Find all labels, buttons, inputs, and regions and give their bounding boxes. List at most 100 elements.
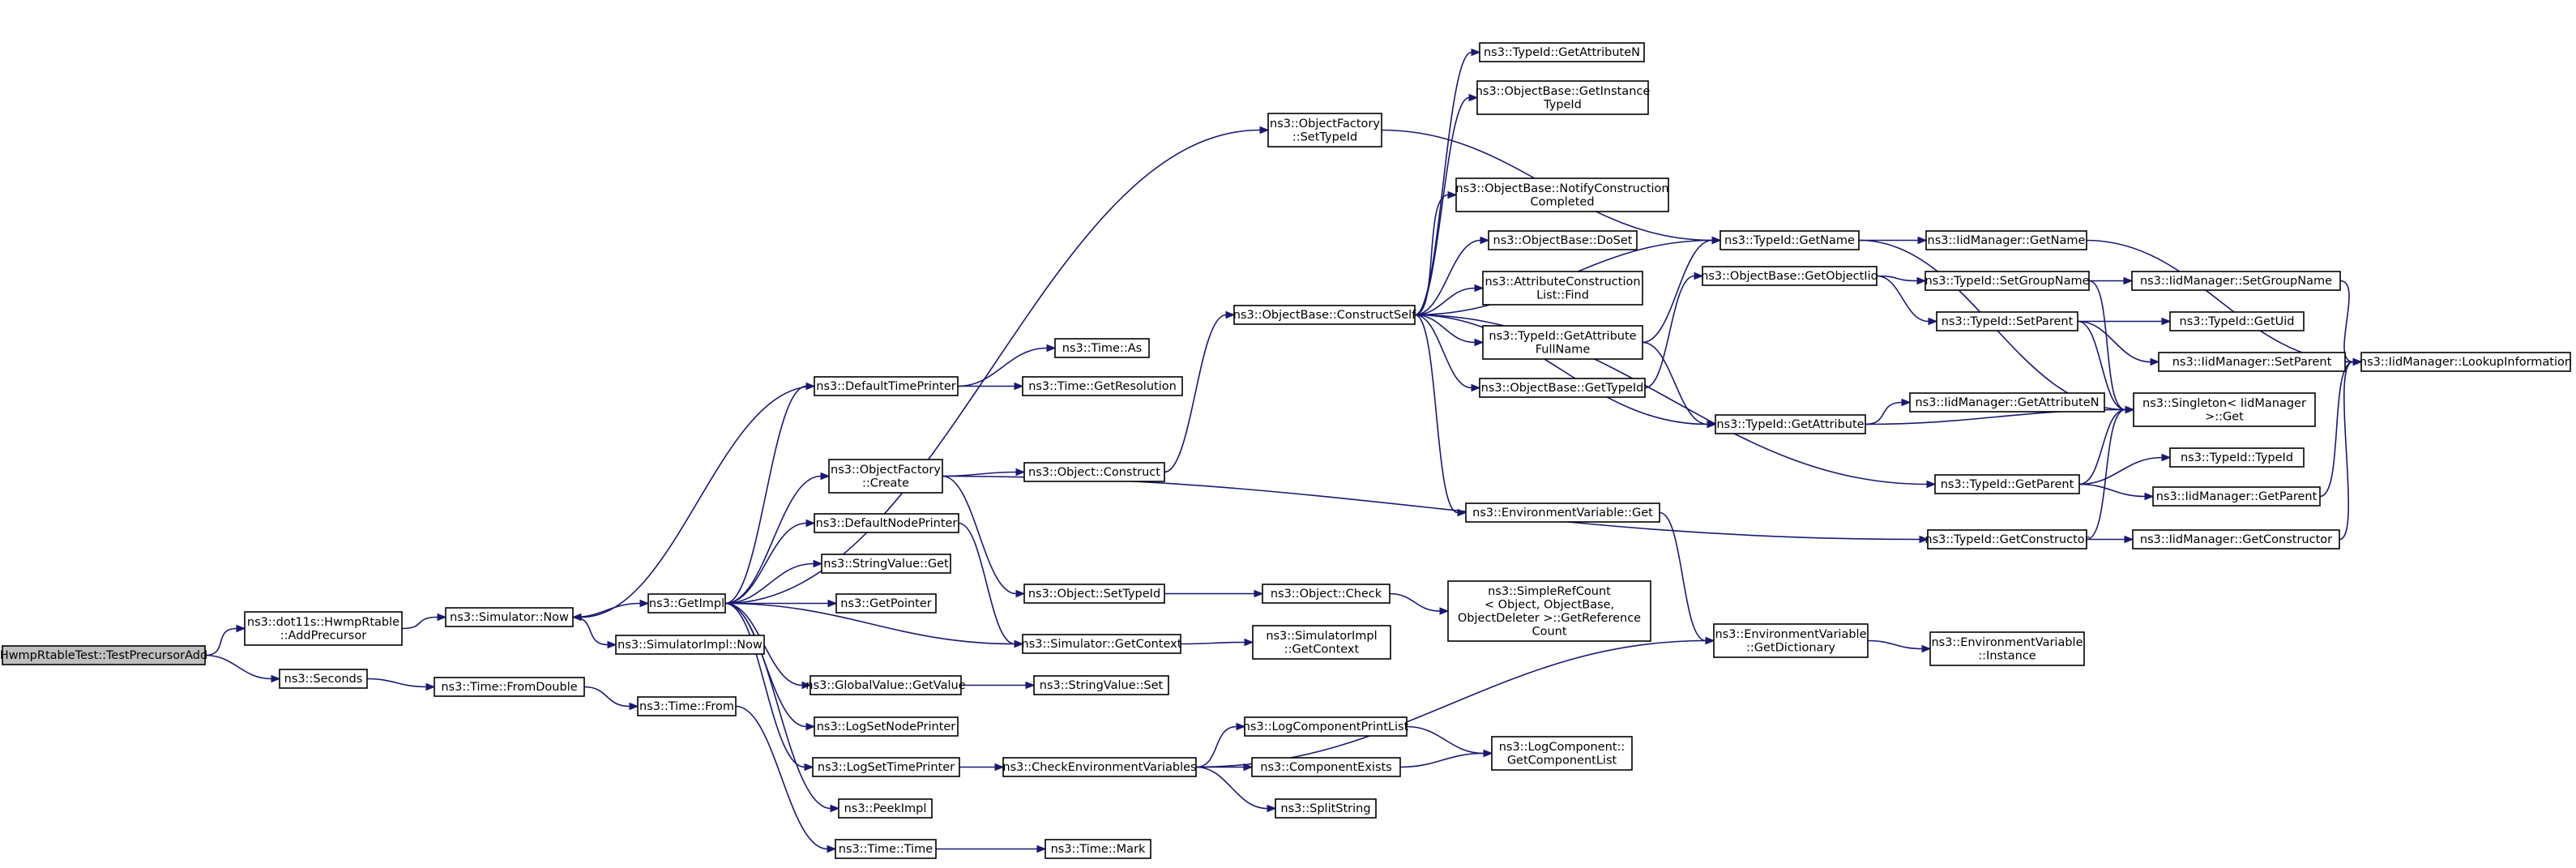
node-envinstance[interactable]: ns3::EnvironmentVariable::Instance bbox=[1929, 631, 2085, 666]
node-box-obgettypeid[interactable] bbox=[1479, 378, 1646, 398]
node-box-checkenv[interactable] bbox=[1002, 757, 1197, 777]
node-box-getpointer[interactable] bbox=[835, 593, 937, 614]
node-peekimpl[interactable]: ns3::PeekImpl bbox=[838, 798, 933, 819]
node-box-logsetnode[interactable] bbox=[814, 716, 959, 737]
node-logcompprintlist[interactable]: ns3::LogComponentPrintList bbox=[1243, 716, 1409, 737]
node-simgetcontext[interactable]: ns3::Simulator::GetContext bbox=[1022, 634, 1182, 654]
node-box-obgetobjtid[interactable] bbox=[1702, 266, 1878, 286]
node-box-envvarget[interactable] bbox=[1465, 502, 1660, 523]
node-root[interactable]: HwmpRtableTest::TestPrecursorAdd bbox=[0, 645, 207, 665]
node-splitstring[interactable]: ns3::SplitString bbox=[1275, 798, 1377, 819]
node-box-strvalset[interactable] bbox=[1033, 675, 1169, 695]
node-tidgetctor[interactable]: ns3::TypeId::GetConstructor bbox=[1925, 529, 2090, 549]
node-box-timefrom[interactable] bbox=[637, 696, 737, 716]
node-tidgetuid[interactable]: ns3::TypeId::GetUid bbox=[2169, 311, 2305, 331]
node-compexists[interactable]: ns3::ComponentExists bbox=[1251, 757, 1401, 777]
node-timemark[interactable]: ns3::Time::Mark bbox=[1044, 839, 1151, 859]
node-box-obnotify[interactable] bbox=[1455, 177, 1669, 212]
node-box-defnodeprinter[interactable] bbox=[814, 513, 959, 533]
node-tidgetattrn[interactable]: ns3::TypeId::GetAttributeN bbox=[1479, 42, 1645, 62]
node-box-peekimpl[interactable] bbox=[838, 798, 933, 819]
node-box-simimplgetctx[interactable] bbox=[1252, 625, 1391, 660]
node-logsettime[interactable]: ns3::LogSetTimePrinter bbox=[812, 757, 960, 777]
node-box-seconds[interactable] bbox=[279, 669, 368, 689]
node-iidgetname[interactable]: ns3::IidManager::GetName bbox=[1925, 230, 2087, 250]
node-objfactsettypeid[interactable]: ns3::ObjectFactory::SetTypeId bbox=[1267, 113, 1382, 148]
node-box-tidgetctor[interactable] bbox=[1927, 529, 2087, 549]
node-box-simimplnow[interactable] bbox=[615, 635, 765, 655]
node-box-addprecursor[interactable] bbox=[244, 611, 403, 646]
node-box-envgetdict[interactable] bbox=[1713, 623, 1869, 658]
node-timefrom[interactable]: ns3::Time::From bbox=[637, 696, 737, 716]
node-iidgetparent[interactable]: ns3::IidManager::GetParent bbox=[2152, 486, 2321, 507]
node-box-objfactcreate[interactable] bbox=[828, 459, 943, 494]
node-logsetnode[interactable]: ns3::LogSetNodePrinter bbox=[814, 716, 959, 737]
node-obnotify[interactable]: ns3::ObjectBase::NotifyConstructionCompl… bbox=[1455, 177, 1669, 212]
node-box-tidgetattrfull[interactable] bbox=[1482, 325, 1643, 360]
node-timetime[interactable]: ns3::Time::Time bbox=[835, 839, 937, 859]
node-box-tidgetuid[interactable] bbox=[2169, 311, 2305, 331]
node-timegetres[interactable]: ns3::Time::GetResolution bbox=[1022, 376, 1183, 396]
node-iidlookup[interactable]: ns3::IidManager::LookupInformation bbox=[2360, 352, 2572, 372]
node-objsettypeid[interactable]: ns3::Object::SetTypeId bbox=[1023, 584, 1165, 604]
node-box-objfactsettypeid[interactable] bbox=[1267, 113, 1382, 148]
node-iidgetctor[interactable]: ns3::IidManager::GetConstructor bbox=[2132, 529, 2340, 549]
node-box-root[interactable] bbox=[2, 645, 206, 665]
node-tidgetname[interactable]: ns3::TypeId::GetName bbox=[1719, 230, 1860, 250]
node-singletonget[interactable]: ns3::Singleton< IidManager>::Get bbox=[2133, 392, 2316, 427]
node-timeas[interactable]: ns3::Time::As bbox=[1054, 338, 1150, 358]
node-fromdouble[interactable]: ns3::Time::FromDouble bbox=[434, 677, 585, 697]
node-objcheck[interactable]: ns3::Object::Check bbox=[1262, 584, 1391, 604]
node-box-simnow[interactable] bbox=[445, 607, 574, 627]
node-obdoset[interactable]: ns3::ObjectBase::DoSet bbox=[1488, 230, 1638, 250]
node-objfactcreate[interactable]: ns3::ObjectFactory::Create bbox=[828, 459, 943, 494]
node-iidsetparent[interactable]: ns3::IidManager::SetParent bbox=[2158, 352, 2346, 372]
node-box-iidgetctor[interactable] bbox=[2132, 529, 2340, 549]
node-obgetobjtid[interactable]: ns3::ObjectBase::GetObjectIid bbox=[1701, 266, 1878, 286]
node-box-globalvalget[interactable] bbox=[810, 675, 962, 695]
node-tidgetparent[interactable]: ns3::TypeId::GetParent bbox=[1934, 474, 2080, 494]
node-iidgetattrn[interactable]: ns3::IidManager::GetAttributeN bbox=[1909, 392, 2105, 413]
node-box-tidsetparent[interactable] bbox=[1936, 311, 2078, 331]
node-envgetdict[interactable]: ns3::EnvironmentVariable::GetDictionary bbox=[1713, 623, 1869, 658]
node-box-constructself[interactable] bbox=[1233, 305, 1416, 325]
node-box-tidgetattrn[interactable] bbox=[1479, 42, 1645, 62]
node-getpointer[interactable]: ns3::GetPointer bbox=[835, 593, 937, 614]
node-box-timegetres[interactable] bbox=[1022, 376, 1183, 396]
node-box-strvalget[interactable] bbox=[821, 554, 951, 574]
node-box-logcompprintlist[interactable] bbox=[1244, 716, 1408, 737]
node-checkenv[interactable]: ns3::CheckEnvironmentVariables bbox=[1002, 757, 1197, 777]
node-box-tidgetparent[interactable] bbox=[1934, 474, 2080, 494]
node-box-tidsetgroup[interactable] bbox=[1925, 271, 2090, 291]
node-getimpl[interactable]: ns3::GetImpl bbox=[647, 593, 726, 614]
node-defnodeprinter[interactable]: ns3::DefaultNodePrinter bbox=[814, 513, 959, 533]
node-globalvalget[interactable]: ns3::GlobalValue::GetValue bbox=[805, 675, 966, 695]
node-tidtypeid[interactable]: ns3::TypeId::TypeId bbox=[2169, 447, 2305, 468]
node-box-splitstring[interactable] bbox=[1275, 798, 1377, 819]
node-box-timemark[interactable] bbox=[1044, 839, 1151, 859]
node-box-timetime[interactable] bbox=[835, 839, 937, 859]
node-box-timeas[interactable] bbox=[1054, 338, 1150, 358]
node-box-tidtypeid[interactable] bbox=[2169, 447, 2305, 468]
node-box-iidgetattrn[interactable] bbox=[1909, 392, 2105, 413]
node-tidsetparent[interactable]: ns3::TypeId::SetParent bbox=[1936, 311, 2078, 331]
node-box-simplerefcount[interactable] bbox=[1447, 580, 1651, 642]
node-box-simgetcontext[interactable] bbox=[1022, 634, 1181, 654]
node-box-fromdouble[interactable] bbox=[434, 677, 585, 697]
node-seconds[interactable]: ns3::Seconds bbox=[279, 669, 368, 689]
node-box-iidsetgroup[interactable] bbox=[2131, 271, 2341, 291]
node-box-logsettime[interactable] bbox=[812, 757, 960, 777]
node-box-getimpl[interactable] bbox=[647, 593, 726, 614]
node-obgettypeid[interactable]: ns3::ObjectBase::GetTypeId bbox=[1479, 378, 1646, 398]
node-box-attrconstfind[interactable] bbox=[1482, 271, 1643, 306]
node-box-iidlookup[interactable] bbox=[2360, 352, 2571, 372]
node-simimplgetctx[interactable]: ns3::SimulatorImpl::GetContext bbox=[1252, 625, 1391, 660]
node-box-singletonget[interactable] bbox=[2133, 392, 2316, 427]
node-addprecursor[interactable]: ns3::dot11s::HwmpRtable::AddPrecursor bbox=[244, 611, 403, 646]
node-box-logcompgetlist[interactable] bbox=[1491, 736, 1633, 771]
node-box-iidsetparent[interactable] bbox=[2158, 352, 2346, 372]
node-simnow[interactable]: ns3::Simulator::Now bbox=[445, 607, 574, 627]
node-strvalset[interactable]: ns3::StringValue::Set bbox=[1033, 675, 1169, 695]
